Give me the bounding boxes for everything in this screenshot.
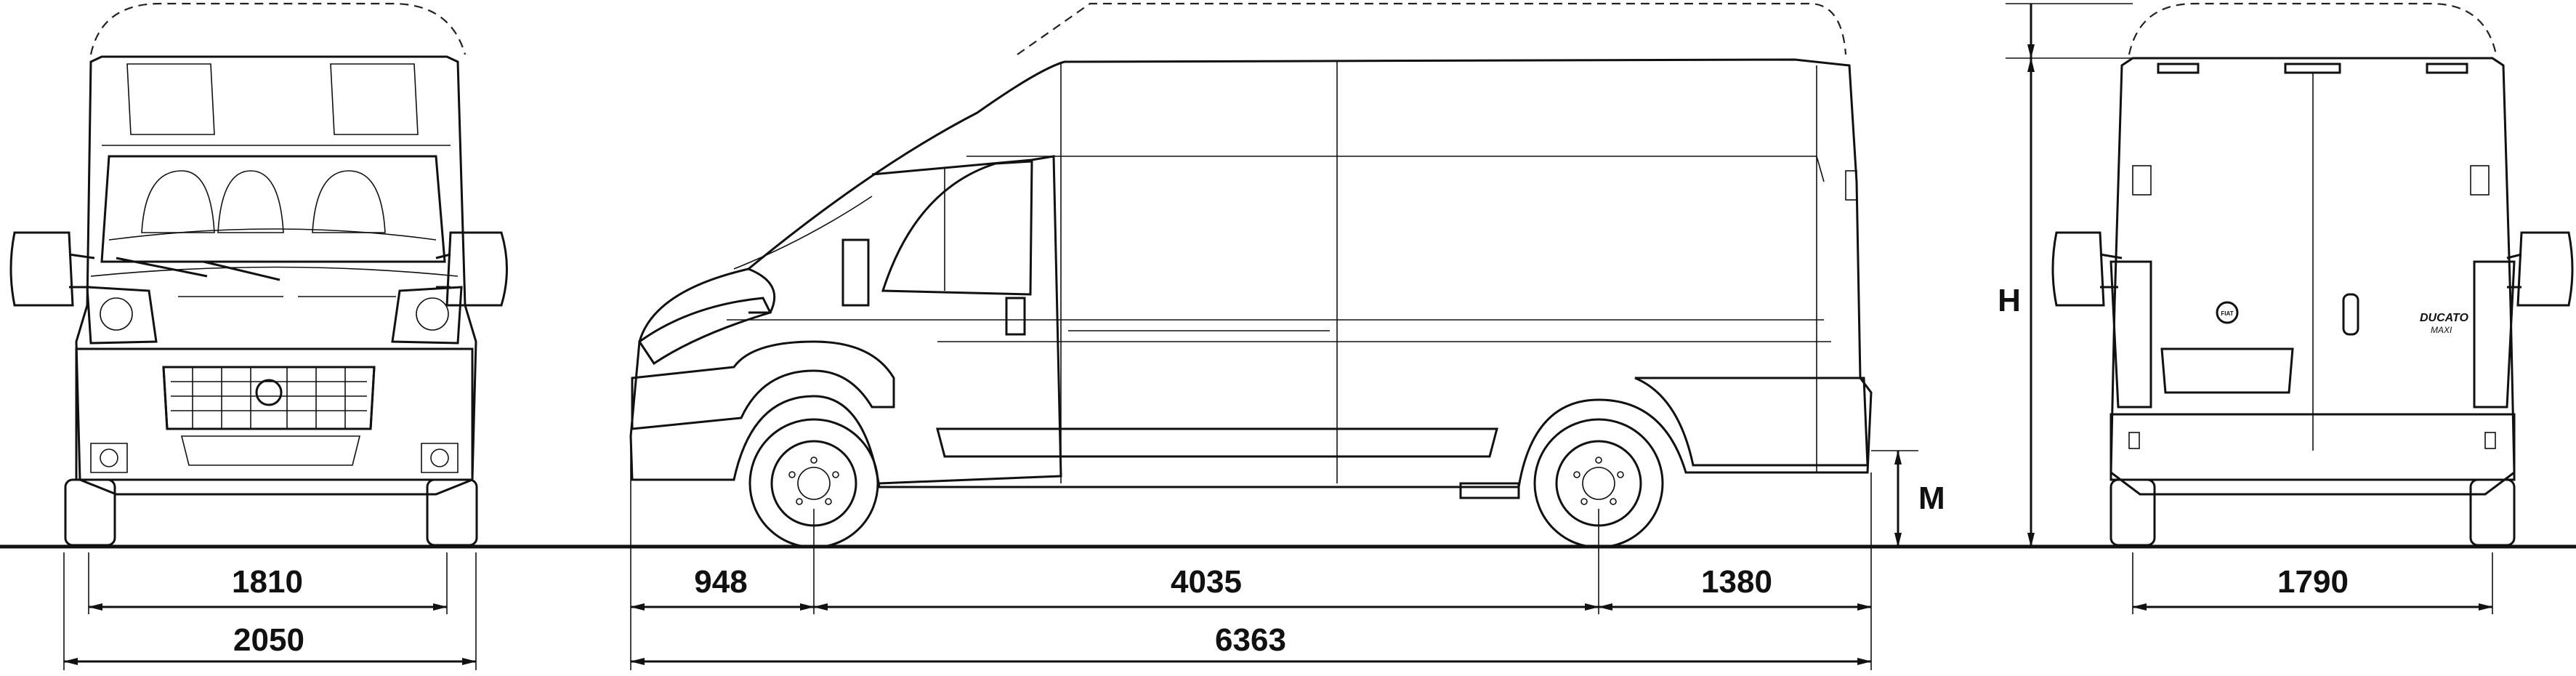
model-badge-line2: MAXI xyxy=(2431,325,2452,335)
dim-rear-track: 1790 xyxy=(2277,564,2349,600)
dim-front-overhang: 948 xyxy=(694,564,747,600)
dim-rear-overhang: 1380 xyxy=(1701,564,1772,600)
dim-front-track: 1810 xyxy=(232,564,303,600)
side-view xyxy=(629,2,1873,549)
dim-front-width: 2050 xyxy=(233,622,304,658)
dim-wheelbase: 4035 xyxy=(1171,564,1242,600)
model-badge-line1: DUCATO xyxy=(2420,312,2469,324)
dim-height-label: H xyxy=(1998,283,2021,318)
rear-view: FIAT DUCATO MAXI xyxy=(2051,2,2574,547)
brand-logo-icon xyxy=(2216,301,2239,324)
dim-ground-clearance-label: M xyxy=(1918,480,1945,516)
brand-badge-text: FIAT xyxy=(2221,310,2233,317)
dim-overall-length: 6363 xyxy=(1215,622,1286,658)
front-view xyxy=(9,2,508,547)
dimension-lines xyxy=(63,3,2493,670)
